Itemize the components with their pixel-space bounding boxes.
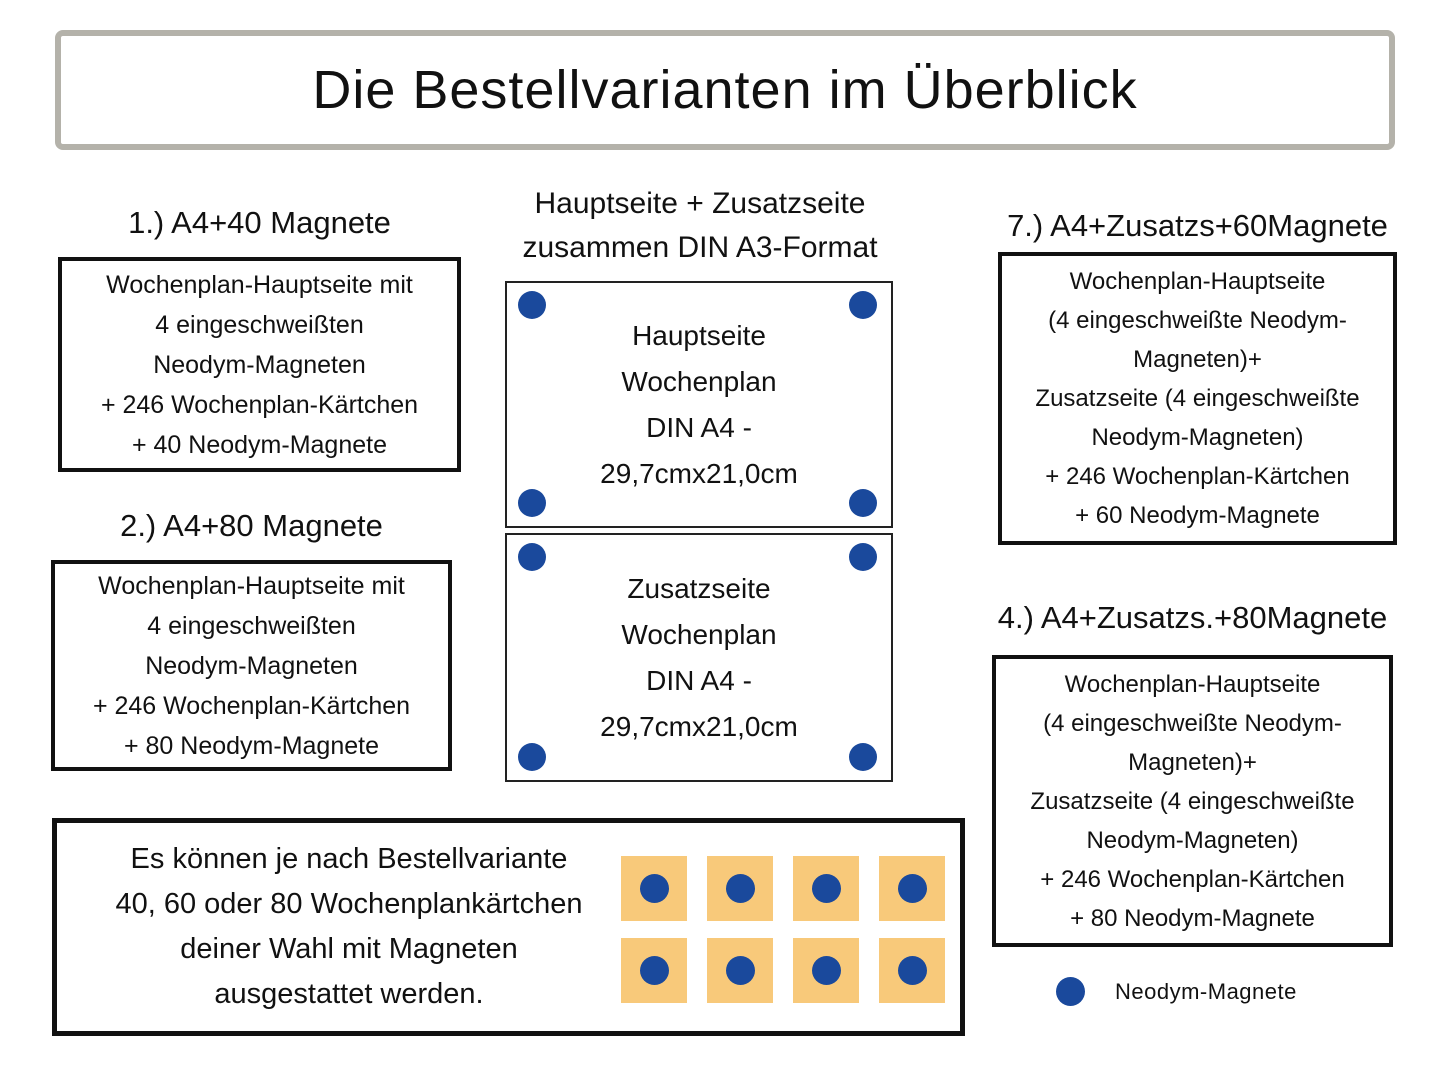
text-line: + 246 Wochenplan-Kärtchen	[1045, 463, 1350, 490]
text-line: Neodym-Magneten	[153, 350, 366, 379]
magnet-dot-icon	[518, 291, 546, 319]
magnet-dot-icon	[725, 874, 755, 903]
text-line: 4 eingeschweißten	[147, 611, 356, 640]
text-line: + 40 Neodym-Magnete	[131, 430, 387, 459]
text-line: + 60 Neodym-Magnete	[1075, 502, 1320, 529]
text-line: 29,7cmx21,0cm	[600, 710, 798, 742]
variant-1-heading: 1.) A4+40 Magnete	[128, 205, 391, 240]
variant-2-box: Wochenplan-Hauptseite mit 4 eingeschweißt…	[51, 560, 452, 771]
text-line: Wochenplan-Hauptseite mit	[98, 571, 405, 600]
pages-heading: Hauptseite + Zusatzseite zusammen DIN A3-…	[490, 182, 910, 270]
magnet-dot-icon	[639, 956, 669, 985]
text-line: 4 eingeschweißten	[155, 310, 364, 339]
variant-4-box: Wochenplan-Hauptseite (4 eingeschweißte N…	[992, 655, 1393, 947]
text-line: Es können je nach Bestellvariante	[130, 843, 568, 875]
text-line: + 246 Wochenplan-Kärtchen	[92, 691, 411, 720]
magnet-dot-icon	[725, 956, 755, 985]
text-line: DIN A4 -	[646, 411, 752, 443]
text-line: Magneten)+	[1128, 748, 1257, 776]
magnet-card-icon	[793, 938, 859, 1003]
magnet-card-icon	[879, 856, 945, 921]
text-line: Neodym-Magneten	[145, 651, 358, 680]
text-line: zusammen DIN A3-Format	[522, 231, 878, 264]
text-line: 29,7cmx21,0cm	[600, 457, 798, 489]
magnet-dot-icon	[518, 543, 546, 571]
pages-heading-lines: Hauptseite + Zusatzseite zusammen DIN A3-…	[490, 182, 910, 270]
magnet-dot-icon	[849, 489, 877, 517]
magnet-card-icon	[793, 856, 859, 921]
text-line: Zusatzseite	[627, 572, 771, 604]
note-text-lines: Es können je nach Bestellvariante 40, 60 …	[69, 823, 629, 1031]
title-box: Die Bestellvarianten im Überblick	[55, 30, 1395, 150]
variant-7-box: Wochenplan-Hauptseite (4 eingeschweißte N…	[998, 252, 1397, 545]
text-line: DIN A4 -	[646, 664, 752, 696]
magnet-dot-icon	[811, 956, 841, 985]
text-line: 40, 60 oder 80 Wochenplankärtchen	[115, 888, 583, 920]
text-line: (4 eingeschweißte Neodym-	[1043, 709, 1342, 737]
note-text: Es können je nach Bestellvariante 40, 60 …	[69, 823, 629, 1031]
text-line: + 246 Wochenplan-Kärtchen	[100, 390, 419, 419]
text-line: Hauptseite	[632, 319, 766, 351]
magnet-dot-icon	[849, 743, 877, 771]
magnet-card-icon	[707, 856, 773, 921]
legend-label: Neodym-Magnete	[1115, 978, 1297, 1004]
variant-2-heading: 2.) A4+80 Magnete	[120, 508, 383, 543]
text-line: Wochenplan-Hauptseite mit	[106, 270, 413, 299]
magnet-dot-icon	[639, 874, 669, 903]
magnet-card-grid	[621, 856, 945, 1003]
magnet-dot-icon	[518, 743, 546, 771]
magnet-card-icon	[879, 938, 945, 1003]
text-line: Zusatzseite (4 eingeschweißte	[1035, 385, 1360, 412]
magnet-dot-icon	[849, 543, 877, 571]
magnet-card-icon	[621, 856, 687, 921]
text-line: (4 eingeschweißte Neodym-	[1048, 307, 1347, 334]
variant-1-details: Wochenplan-Hauptseite mit 4 eingeschweißt…	[62, 261, 457, 468]
variant-4-heading: 4.) A4+Zusatzs.+80Magnete	[997, 600, 1388, 635]
magnet-dot-icon	[811, 874, 841, 903]
magnet-dot-icon	[1056, 977, 1085, 1006]
text-line: deiner Wahl mit Magneten	[180, 933, 518, 965]
variant-4-details: Wochenplan-Hauptseite (4 eingeschweißte N…	[996, 659, 1389, 943]
variant-2-details: Wochenplan-Hauptseite mit 4 eingeschweißt…	[55, 564, 448, 767]
magnet-dot-icon	[849, 291, 877, 319]
legend: Neodym-Magnete	[1056, 977, 1297, 1006]
page-title: Die Bestellvarianten im Überblick	[312, 60, 1138, 120]
note-box: Es können je nach Bestellvariante 40, 60 …	[52, 818, 965, 1036]
text-line: Magneten)+	[1133, 346, 1262, 373]
text-line: Wochenplan	[621, 618, 777, 650]
magnet-card-icon	[621, 938, 687, 1003]
text-line: + 80 Neodym-Magnete	[1070, 904, 1315, 932]
text-line: + 246 Wochenplan-Kärtchen	[1040, 865, 1345, 893]
text-line: Zusatzseite (4 eingeschweißte	[1030, 787, 1355, 815]
text-line: Wochenplan-Hauptseite	[1069, 268, 1326, 295]
magnet-card-icon	[707, 938, 773, 1003]
variant-7-details: Wochenplan-Hauptseite (4 eingeschweißte N…	[1002, 256, 1393, 541]
text-line: Wochenplan	[621, 365, 777, 397]
variant-1-box: Wochenplan-Hauptseite mit 4 eingeschweißt…	[58, 257, 461, 472]
text-line: Hauptseite + Zusatzseite	[534, 187, 866, 220]
text-line: Wochenplan-Hauptseite	[1064, 670, 1321, 698]
magnet-dot-icon	[897, 874, 927, 903]
text-line: Neodym-Magneten)	[1086, 826, 1299, 854]
magnet-dot-icon	[518, 489, 546, 517]
variant-7-heading: 7.) A4+Zusatzs+60Magnete	[1007, 208, 1388, 243]
text-line: Neodym-Magneten)	[1091, 424, 1304, 451]
text-line: ausgestattet werden.	[214, 978, 484, 1010]
text-line: + 80 Neodym-Magnete	[123, 731, 379, 760]
magnet-dot-icon	[897, 956, 927, 985]
